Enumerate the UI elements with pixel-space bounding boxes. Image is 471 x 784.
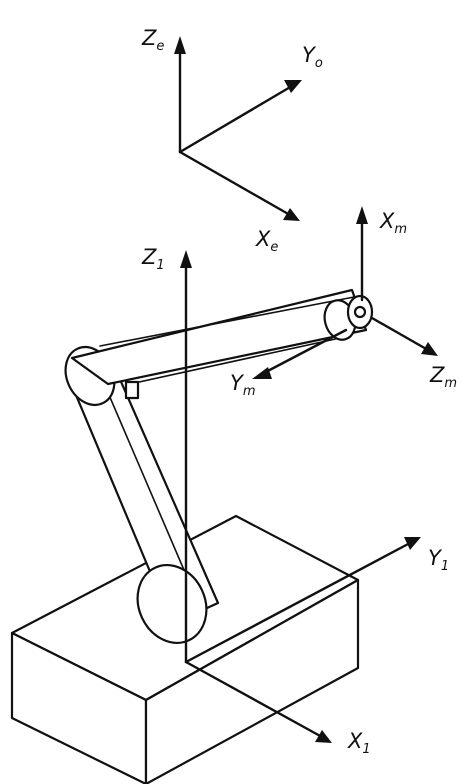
world-x-axis [178,150,292,217]
world-z-label: Ze [141,26,164,54]
world-frame: Ze Yo Xe [141,26,323,255]
wrist-center [353,305,367,319]
base-frame [184,537,421,743]
upper-arm-body [70,288,368,386]
upper-arm-link [70,288,374,400]
base-z-label: Z1 [141,245,165,273]
tool-x-arrowhead [356,206,368,224]
tool-x-label: Xm [379,209,407,237]
world-x-arrowhead [283,208,300,221]
tool-z-label: Zm [429,363,457,391]
tool-y-axis [260,328,348,376]
base-y-label: Y1 [428,546,449,574]
base-x-label: X1 [347,729,371,757]
tool-z-axis [370,316,430,352]
tool-z-arrowhead [421,342,438,356]
base-side-face [144,578,360,784]
base-front-face [10,631,148,784]
elbow-bracket [124,380,140,400]
world-z-arrowhead [174,36,186,54]
lower-joint [136,564,208,644]
world-x-label: Xe [255,227,278,255]
base-x-axis [184,660,324,739]
upper-arm-edge-top [99,296,355,347]
tool-y-label: Ym [230,371,256,399]
base-y-arrowhead [404,537,421,550]
base-y-axis [184,541,412,664]
world-y-arrowhead [284,80,302,93]
base-x-arrowhead [315,730,332,743]
tool-y-arrowhead [252,367,272,379]
world-y-axis [178,84,294,154]
upper-arm-edge-bottom [129,337,341,385]
base-z-arrowhead [180,250,192,268]
world-y-label: Yo [302,43,323,71]
base-z-frame: Z1 Y1 X1 [141,245,449,757]
tool-frame: Xm Ym Zm [230,206,457,399]
